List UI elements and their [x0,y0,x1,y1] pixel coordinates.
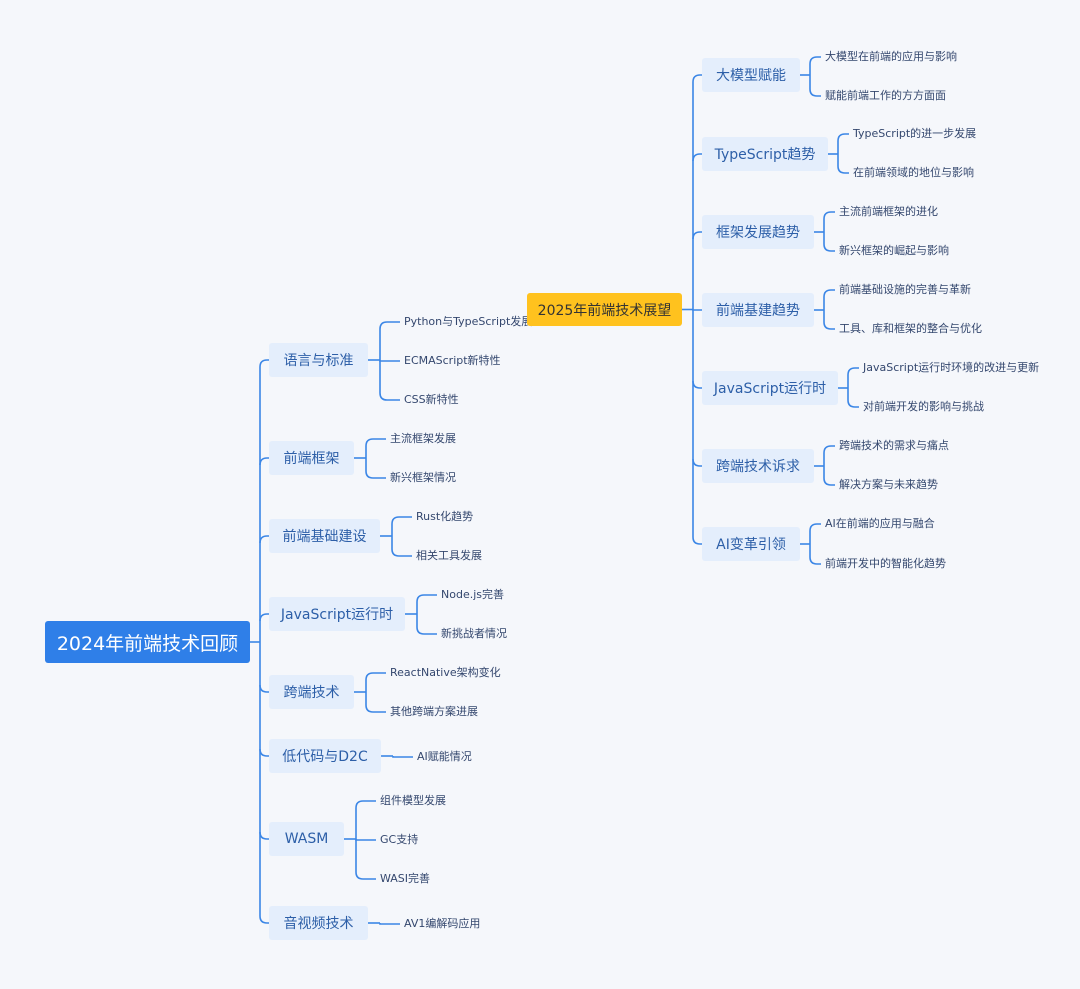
right-root-branch-5 [692,458,702,467]
leaf-rust-trend[interactable]: Rust化趋势 [416,510,474,523]
left-branch-7-branch-0 [379,923,400,925]
right-branch-4-branch-0 [847,367,859,376]
leaf-framework-evolution[interactable]: 主流前端框架的进化 [839,205,938,218]
right-root-branch-2 [692,231,702,240]
root-node-2025[interactable]: 2025年前端技术展望 [527,293,682,326]
left-branch-4-branch-0 [365,672,386,681]
leaf-llm-application[interactable]: 大模型在前端的应用与影响 [825,50,957,63]
right-branch-0-branch-1 [809,88,821,97]
left-branch-1-branch-0 [365,438,386,447]
leaf-ts-development[interactable]: TypeScript的进一步发展 [853,127,977,140]
leaf-llm-aspects[interactable]: 赋能前端工作的方方面面 [825,89,946,102]
left-branch-0-branch-1 [379,360,400,362]
leaf-react-native[interactable]: ReactNative架构变化 [390,666,501,679]
root-node-2024[interactable]: 2024年前端技术回顾 [45,621,250,663]
branch-infra-trend[interactable]: 前端基建趋势 [702,293,814,327]
leaf-framework-rise[interactable]: 新兴框架的崛起与影响 [839,244,949,257]
leaf-av1[interactable]: AV1编解码应用 [404,917,481,930]
right-branch-2-branch-0 [823,211,835,220]
branch-frameworks[interactable]: 前端框架 [269,441,354,475]
right-branch-5-branch-1 [823,477,835,486]
left-root-branch-6 [259,831,269,840]
leaf-runtime-improve[interactable]: JavaScript运行时环境的改进与更新 [863,361,1040,374]
leaf-ai-application[interactable]: AI在前端的应用与融合 [825,517,935,530]
left-root-branch-0 [259,359,269,368]
leaf-component-model[interactable]: 组件模型发展 [380,794,446,807]
right-root-branch-0 [692,74,702,83]
right-branch-6-branch-1 [809,556,821,565]
right-root-branch-1 [692,153,702,162]
right-root-branch-4 [692,380,702,389]
leaf-cross-solutions[interactable]: 解决方案与未来趋势 [839,478,938,491]
branch-cross-platform-needs[interactable]: 跨端技术诉求 [702,449,814,483]
right-branch-4-branch-1 [847,399,859,408]
right-branch-3-branch-0 [823,289,835,298]
leaf-infra-improve[interactable]: 前端基础设施的完善与革新 [839,283,971,296]
leaf-other-cross-platform[interactable]: 其他跨端方案进展 [390,705,478,718]
right-branch-3-branch-1 [823,321,835,330]
left-branch-2-branch-1 [391,548,412,557]
right-branch-5-branch-0 [823,445,835,454]
right-root-branch-6 [692,536,702,545]
leaf-ai-empower[interactable]: AI赋能情况 [417,750,472,763]
branch-js-runtime-2025[interactable]: JavaScript运行时 [702,371,838,405]
branch-lowcode-d2c[interactable]: 低代码与D2C [269,739,381,773]
branch-wasm[interactable]: WASM [269,822,344,856]
leaf-nodejs[interactable]: Node.js完善 [441,588,504,601]
right-branch-1-branch-1 [837,165,849,174]
right-branch-0-branch-0 [809,56,821,65]
left-root-branch-7 [259,915,269,924]
leaf-ai-intelligent[interactable]: 前端开发中的智能化趋势 [825,557,946,570]
branch-typescript-trend[interactable]: TypeScript趋势 [702,137,828,171]
leaf-ts-status[interactable]: 在前端领域的地位与影响 [853,166,974,179]
left-branch-3-branch-0 [416,594,437,603]
left-branch-6-branch-0 [355,800,376,809]
branch-audio-video[interactable]: 音视频技术 [269,906,368,940]
leaf-mainstream-frameworks[interactable]: 主流框架发展 [390,432,456,445]
branch-js-runtime[interactable]: JavaScript运行时 [269,597,405,631]
left-root-branch-5 [259,748,269,757]
left-root-branch-2 [259,535,269,544]
leaf-css[interactable]: CSS新特性 [404,393,459,406]
branch-ai-revolution[interactable]: AI变革引领 [702,527,800,561]
left-branch-3-branch-1 [416,626,437,635]
leaf-wasi[interactable]: WASI完善 [380,872,431,885]
left-root-branch-1 [259,457,269,466]
left-branch-6-branch-2 [355,871,376,880]
left-root-branch-4 [259,684,269,693]
leaf-challengers[interactable]: 新挑战者情况 [441,627,507,640]
right-root-branch-3 [692,309,702,311]
leaf-runtime-impact[interactable]: 对前端开发的影响与挑战 [863,400,984,413]
leaf-emerging-frameworks[interactable]: 新兴框架情况 [390,471,456,484]
branch-cross-platform[interactable]: 跨端技术 [269,675,354,709]
left-branch-5-branch-0 [392,756,413,758]
branch-language-standards[interactable]: 语言与标准 [269,343,368,377]
leaf-gc-support[interactable]: GC支持 [380,833,419,846]
leaf-python-typescript[interactable]: Python与TypeScript发展 [404,315,533,328]
left-branch-1-branch-1 [365,470,386,479]
leaf-tools[interactable]: 相关工具发展 [416,549,482,562]
leaf-ecmascript[interactable]: ECMAScript新特性 [404,354,501,367]
right-branch-1-branch-0 [837,133,849,142]
branch-llm-empower[interactable]: 大模型赋能 [702,58,800,92]
branch-infrastructure[interactable]: 前端基础建设 [269,519,380,553]
branch-framework-trend[interactable]: 框架发展趋势 [702,215,814,249]
left-branch-6-branch-1 [355,839,376,841]
left-branch-0-branch-2 [379,392,400,401]
leaf-infra-integrate[interactable]: 工具、库和框架的整合与优化 [839,322,982,335]
right-branch-6-branch-0 [809,523,821,532]
left-root-branch-3 [259,613,269,622]
right-branch-2-branch-1 [823,243,835,252]
left-branch-2-branch-0 [391,516,412,525]
left-branch-0-branch-0 [379,321,400,330]
leaf-cross-needs[interactable]: 跨端技术的需求与痛点 [839,439,949,452]
left-branch-4-branch-1 [365,704,386,713]
